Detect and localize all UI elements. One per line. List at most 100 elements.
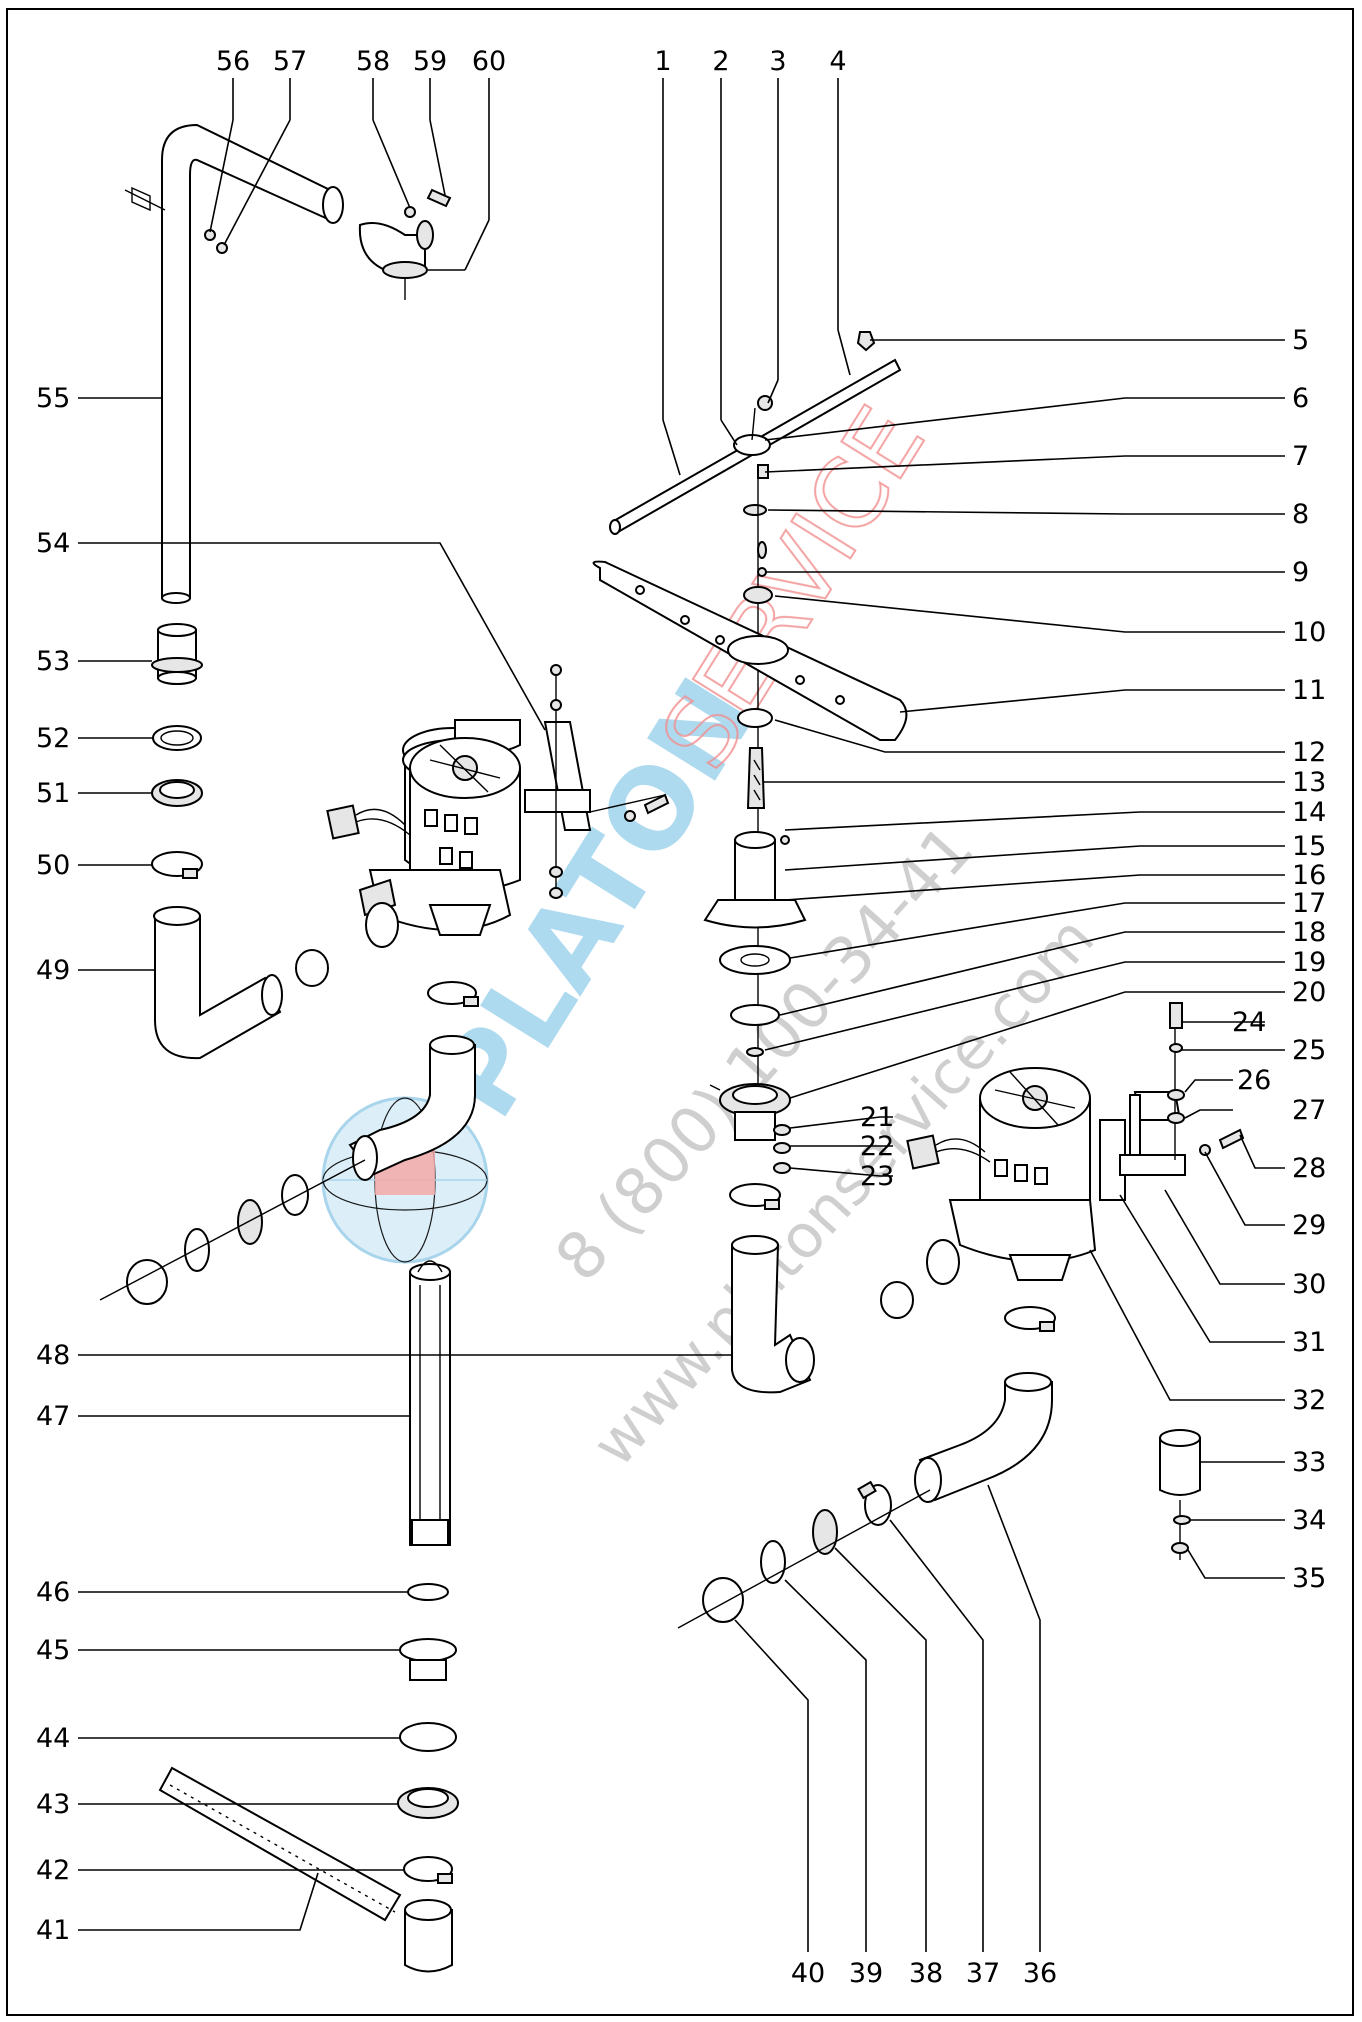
wash-pump-motor-left [358, 719, 521, 948]
part-number-label: 28 [1292, 1153, 1326, 1184]
hose-clamp-42 [403, 1856, 453, 1884]
part-number-label: 53 [36, 646, 70, 677]
part-number-label: 24 [1232, 1007, 1266, 1038]
part-number-label: 17 [1292, 888, 1326, 919]
part-number-label: 5 [1292, 325, 1309, 356]
connector-plug-right [906, 1134, 991, 1170]
part-number-label: 2 [712, 46, 729, 77]
outlet-fittings-37-40 [677, 1480, 931, 1629]
part-number-label: 36 [1023, 1958, 1057, 1989]
elbow-hose-49 [153, 906, 283, 1060]
drain-pipe-55 [124, 123, 344, 604]
part-number-label: 12 [1292, 737, 1326, 768]
part-number-label: 22 [860, 1131, 894, 1162]
part-number-label: 7 [1292, 441, 1309, 472]
fitting-45 [399, 1638, 457, 1681]
part-number-label: 20 [1292, 977, 1326, 1008]
elbow-hose-left-lower [348, 1035, 476, 1177]
part-number-label: 43 [36, 1789, 70, 1820]
part-number-label: 19 [1292, 947, 1326, 978]
part-number-label: 6 [1292, 383, 1309, 414]
part-number-label: 26 [1237, 1065, 1271, 1096]
part-number-label: 1 [654, 46, 671, 77]
part-number-label: 32 [1292, 1385, 1326, 1416]
seal-ring-44 [399, 1722, 457, 1752]
upper-spray-arm-1-4 [609, 358, 902, 535]
seal-ring-52-inner [160, 730, 194, 746]
part-number-label: 47 [36, 1401, 70, 1432]
filter-tube-47 [409, 1260, 451, 1546]
part-number-label: 56 [216, 46, 250, 77]
part-number-label: 57 [273, 46, 307, 77]
sump-housing-16 [703, 831, 807, 929]
part-number-label: 3 [769, 46, 786, 77]
bracket-30-31 [1099, 1002, 1245, 1201]
part-number-label: 38 [909, 1958, 943, 1989]
part-number-label: 30 [1292, 1269, 1326, 1300]
part-number-label: 10 [1292, 617, 1326, 648]
ring-nut-51 [151, 779, 203, 807]
seal-ring-52 [152, 725, 202, 751]
part-number-label: 52 [36, 723, 70, 754]
pipe-coupling-53 [151, 623, 203, 685]
part-number-label: 31 [1292, 1327, 1326, 1358]
elbow-hose-48 [731, 1235, 815, 1394]
part-number-label: 23 [860, 1161, 894, 1192]
washers-21-23 [773, 1124, 791, 1174]
part-number-label: 41 [36, 1915, 70, 1946]
part-number-label: 59 [413, 46, 447, 77]
part-number-label: 8 [1292, 499, 1309, 530]
hose-clamp-50 [151, 851, 203, 879]
connector-plug-left [326, 804, 411, 840]
elbow-fitting-60 [358, 220, 434, 300]
drain-hose-41 [158, 1766, 453, 1973]
part-number-label: 54 [36, 528, 70, 559]
part-number-label: 55 [36, 383, 70, 414]
part-number-label: 48 [36, 1340, 70, 1371]
o-ring-46 [407, 1583, 449, 1601]
part-number-label: 11 [1292, 675, 1326, 706]
pump-hose-clamps-left [295, 949, 479, 1007]
bracket-54 [524, 664, 670, 899]
part-number-label: 44 [36, 1723, 70, 1754]
part-number-label: 40 [791, 1958, 825, 1989]
part-number-label: 16 [1292, 860, 1326, 891]
part-number-label: 51 [36, 778, 70, 809]
part-number-label: 13 [1292, 767, 1326, 798]
part-number-label: 50 [36, 850, 70, 881]
part-number-label: 21 [860, 1102, 894, 1133]
outlet-fittings-left [99, 1135, 378, 1305]
part-number-label: 14 [1292, 797, 1326, 828]
heater-flange-20 [709, 1083, 791, 1141]
hose-clamp-right [880, 1281, 1056, 1332]
capacitor-33-35 [1159, 1429, 1201, 1560]
part-number-label: 42 [36, 1855, 70, 1886]
part-number-label: 37 [966, 1958, 1000, 1989]
part-number-label: 18 [1292, 917, 1326, 948]
part-number-label: 46 [36, 1577, 70, 1608]
part-number-label: 27 [1292, 1095, 1326, 1126]
part-number-label: 25 [1292, 1035, 1326, 1066]
spray-arm-hub-10-13 [737, 708, 773, 809]
part-number-label: 15 [1292, 831, 1326, 862]
part-number-label: 58 [356, 46, 390, 77]
small-parts-5-9 [743, 331, 876, 1100]
gaskets-17-19 [719, 945, 791, 1057]
part-number-label: 33 [1292, 1447, 1326, 1478]
part-number-label: 34 [1292, 1505, 1326, 1536]
part-number-label: 4 [829, 46, 846, 77]
part-number-label: 9 [1292, 557, 1309, 588]
part-number-label: 39 [849, 1958, 883, 1989]
lower-spray-arm-11 [592, 560, 908, 741]
part-number-labels: 56 57 58 59 60 1 2 3 4 5 6 7 8 9 10 11 1… [36, 46, 1326, 1989]
part-number-label: 45 [36, 1635, 70, 1666]
part-number-label: 60 [472, 46, 506, 77]
wash-pump-motor-right [926, 1067, 1097, 1285]
leader-lines [78, 78, 1285, 1952]
ring-nut-43 [397, 1787, 459, 1819]
small-screws-56-59 [204, 188, 452, 254]
elbow-hose-36 [914, 1372, 1053, 1503]
part-number-label: 49 [36, 955, 70, 986]
part-number-label: 35 [1292, 1563, 1326, 1594]
